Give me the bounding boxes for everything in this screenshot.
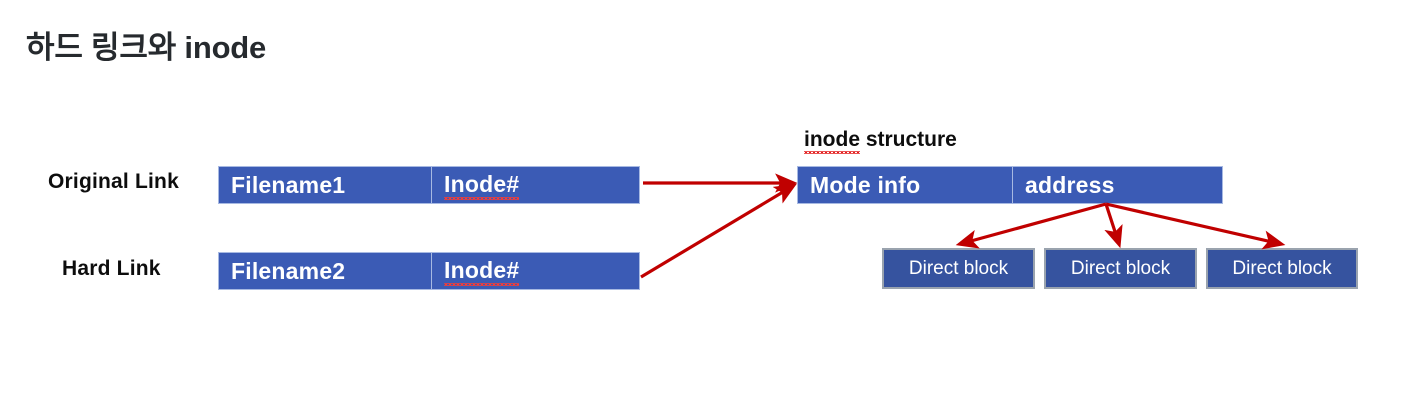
original-link-inode-cell: Inode# <box>431 167 639 203</box>
arrow-address-to-direct-block-3 <box>1105 202 1286 250</box>
inode-address-cell: address <box>1012 167 1222 203</box>
arrow-hard-link-to-inode <box>640 183 797 279</box>
hard-link-entry-box: Filename2 Inode# <box>218 252 640 290</box>
hard-link-inode-text: Inode# <box>444 256 520 286</box>
original-link-filename-cell: Filename1 <box>231 171 346 198</box>
inode-structure-caption-rest: structure <box>860 128 957 151</box>
direct-block-3: Direct block <box>1206 248 1358 289</box>
arrow-address-to-direct-block-2 <box>1104 203 1123 249</box>
arrow-address-to-direct-block-1 <box>955 202 1107 249</box>
inode-mode-info-cell: Mode info <box>810 171 921 198</box>
inode-structure-caption-word: inode <box>804 128 860 154</box>
original-link-entry-box: Filename1 Inode# <box>218 166 640 204</box>
page-title: 하드 링크와 inode <box>26 30 267 65</box>
hard-link-filename-cell: Filename2 <box>231 257 346 284</box>
inode-structure-box: Mode info address <box>797 166 1223 204</box>
original-link-inode-text: Inode# <box>444 170 520 200</box>
inode-structure-caption: inode structure <box>804 128 957 154</box>
original-link-label: Original Link <box>48 170 179 193</box>
hard-link-inode-cell: Inode# <box>431 253 639 289</box>
direct-block-2: Direct block <box>1044 248 1197 289</box>
hard-link-label: Hard Link <box>62 257 161 280</box>
direct-block-1: Direct block <box>882 248 1035 289</box>
